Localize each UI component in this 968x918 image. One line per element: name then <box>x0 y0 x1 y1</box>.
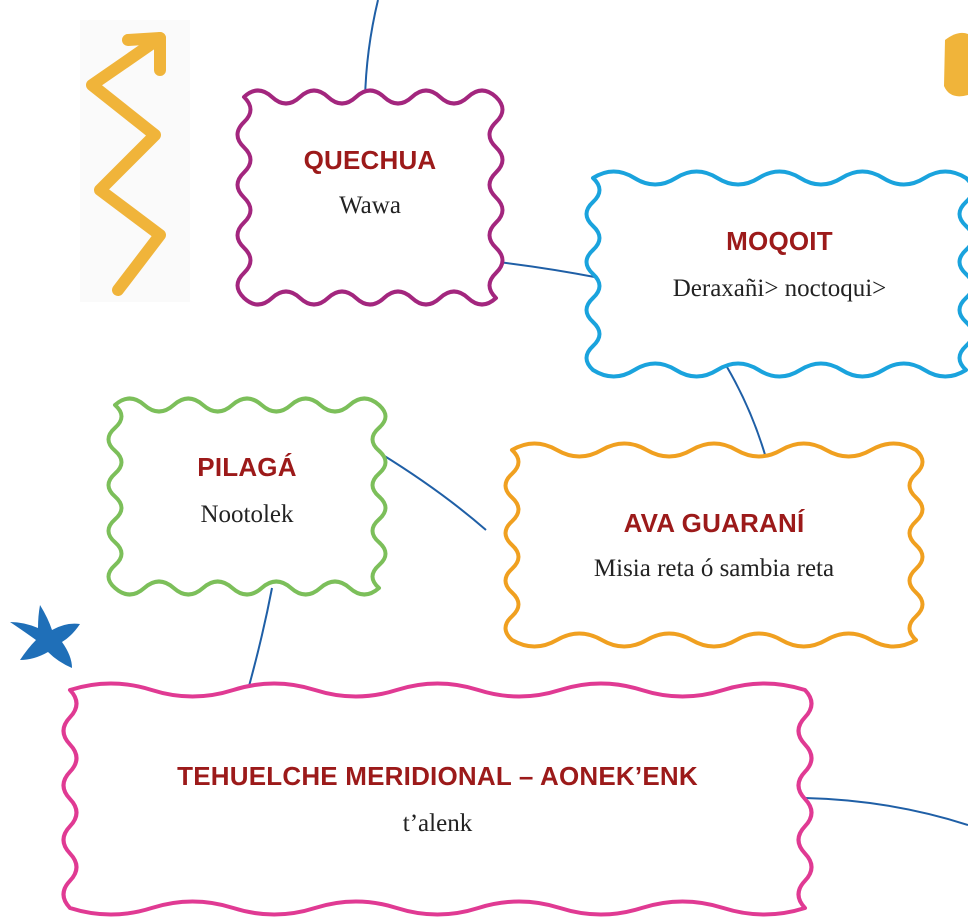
moqoit-node: MOQOIT Deraxañi> noctoqui> <box>593 226 966 303</box>
quechua-word: Wawa <box>339 192 401 219</box>
quechua-node: QUECHUA Wawa <box>244 145 496 220</box>
pilaga-box <box>106 396 388 597</box>
asterisk-icon <box>10 605 80 668</box>
moqoit-box <box>584 169 968 379</box>
pilaga-word: Nootolek <box>200 501 294 528</box>
pilaga-node: PILAGÁ Nootolek <box>115 452 379 529</box>
corner-decoration-icon <box>944 32 968 97</box>
connector-pilaga-tehuelche <box>245 587 273 698</box>
tehuelche-word: t’alenk <box>402 810 473 837</box>
tehuelche-box <box>61 681 814 917</box>
connector-tehuelche-right <box>804 797 968 826</box>
connector-moqoit-guarani <box>726 366 767 459</box>
ava-guarani-language-label: AVA GUARANÍ <box>623 508 805 538</box>
connector-quechua-moqoit <box>497 261 601 279</box>
tehuelche-node: TEHUELCHE MERIDIONAL – AONEK’ENK t’alenk <box>70 761 805 838</box>
zigzag-arrow-icon <box>80 20 190 302</box>
tehuelche-language-label: TEHUELCHE MERIDIONAL – AONEK’ENK <box>177 761 698 791</box>
ava-guarani-node: AVA GUARANÍ Misia reta ó sambia reta <box>512 508 916 583</box>
pilaga-language-label: PILAGÁ <box>197 452 297 482</box>
ava-guarani-box <box>503 441 925 649</box>
quechua-language-label: QUECHUA <box>303 145 437 175</box>
moqoit-word: Deraxañi> noctoqui> <box>672 275 887 302</box>
moqoit-language-label: MOQOIT <box>726 226 833 256</box>
connector-pilaga-guarani <box>377 451 487 531</box>
connector-top-quechua <box>364 0 379 101</box>
quechua-box <box>235 88 505 307</box>
ava-guarani-word: Misia reta ó sambia reta <box>593 555 835 582</box>
